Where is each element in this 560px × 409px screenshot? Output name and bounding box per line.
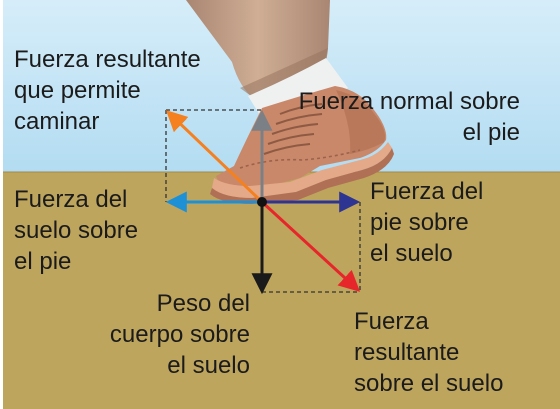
- label-normal-force: Fuerza normal sobre el pie: [298, 88, 520, 146]
- contact-point: [257, 197, 267, 207]
- left-border: [0, 0, 3, 409]
- arrow-resultant-ground: [260, 200, 361, 292]
- label-resultant-walking: Fuerza resultante que permite caminar: [14, 46, 201, 135]
- label-foot-on-ground: Fuerza del pie sobre el suelo: [370, 178, 484, 267]
- label-resultant-ground: Fuerza resultante sobre el suelo: [354, 308, 504, 397]
- arrow-resultant-walking: [165, 110, 264, 204]
- label-weight: Peso del cuerpo sobre el suelo: [109, 290, 250, 379]
- shoe: [210, 86, 394, 204]
- label-ground-on-foot: Fuerza del suelo sobre el pie: [14, 186, 139, 275]
- ground: [0, 172, 560, 409]
